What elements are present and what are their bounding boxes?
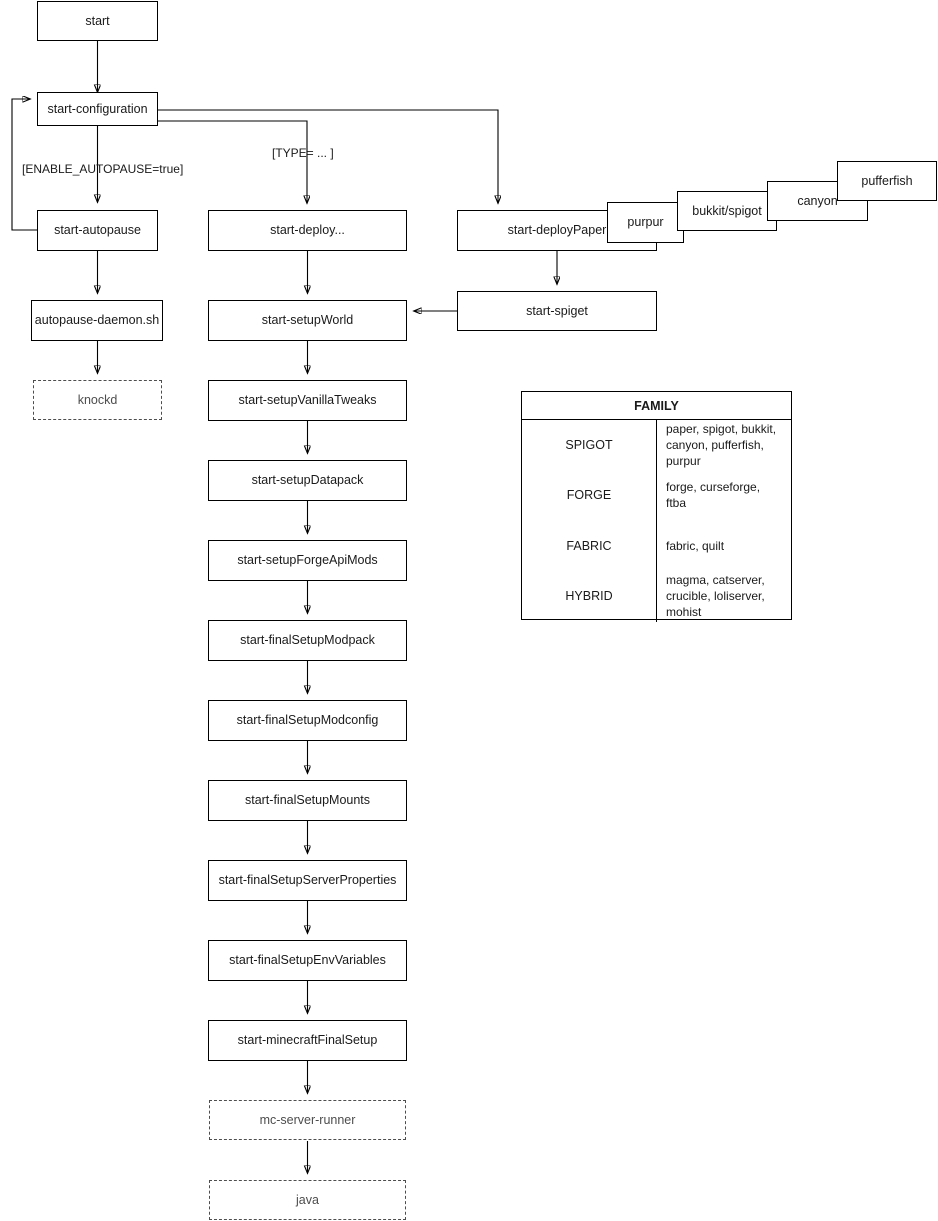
node-start-final-setup-mounts-label: start-finalSetupMounts	[244, 793, 371, 807]
family-legend-table: FAMILY SPIGOT paper, spigot, bukkit, can…	[521, 391, 792, 622]
node-bukkit-spigot-label: bukkit/spigot	[692, 203, 762, 218]
node-start-minecraft-final-setup-label: start-minecraftFinalSetup	[237, 1033, 378, 1047]
node-start-setup-forge-api-mods-label: start-setupForgeApiMods	[237, 553, 378, 567]
node-start-setup-world-label: start-setupWorld	[261, 313, 354, 327]
family-legend-key: SPIGOT	[522, 419, 657, 470]
family-legend-key: HYBRID	[522, 571, 657, 622]
node-start-final-setup-modconfig[interactable]: start-finalSetupModconfig	[208, 700, 407, 741]
edge-label-enable-autopause: [ENABLE_AUTOPAUSE=true]	[22, 162, 183, 176]
node-autopause-daemon-label: autopause-daemon.sh	[34, 313, 160, 327]
family-legend-row: FORGE forge, curseforge, ftba	[522, 470, 791, 521]
node-start-final-setup-modconfig-label: start-finalSetupModconfig	[236, 713, 379, 727]
node-java-label: java	[296, 1192, 319, 1207]
node-start-final-setup-server-properties[interactable]: start-finalSetupServerProperties	[208, 860, 407, 901]
node-bukkit-spigot[interactable]: bukkit/spigot	[677, 191, 777, 231]
family-legend-value: magma, catserver, crucible, loliserver, …	[666, 572, 765, 620]
node-start-configuration-label: start-configuration	[47, 101, 148, 116]
family-legend-value: paper, spigot, bukkit, canyon, pufferfis…	[666, 421, 777, 469]
node-start-autopause-label: start-autopause	[54, 223, 141, 237]
family-legend-key: FABRIC	[522, 520, 657, 571]
node-java[interactable]: java	[209, 1180, 406, 1220]
node-start-deploy[interactable]: start-deploy...	[208, 210, 407, 251]
node-start-setup-vanilla-tweaks[interactable]: start-setupVanillaTweaks	[208, 380, 407, 421]
node-start-spiget-label: start-spiget	[526, 303, 588, 318]
family-legend-row: SPIGOT paper, spigot, bukkit, canyon, pu…	[522, 419, 791, 470]
node-start-setup-forge-api-mods[interactable]: start-setupForgeApiMods	[208, 540, 407, 581]
node-pufferfish-label: pufferfish	[861, 173, 913, 188]
node-knockd-label: knockd	[77, 392, 118, 407]
node-pufferfish[interactable]: pufferfish	[837, 161, 937, 201]
node-start-final-setup-server-properties-label: start-finalSetupServerProperties	[218, 873, 397, 887]
node-start-configuration[interactable]: start-configuration	[37, 92, 158, 126]
family-legend-row: FABRIC fabric, quilt	[522, 520, 791, 571]
node-canyon-label: canyon	[797, 193, 838, 208]
node-start-final-setup-mounts[interactable]: start-finalSetupMounts	[208, 780, 407, 821]
node-start-final-setup-modpack[interactable]: start-finalSetupModpack	[208, 620, 407, 661]
node-mc-server-runner[interactable]: mc-server-runner	[209, 1100, 406, 1140]
node-start-spiget[interactable]: start-spiget	[457, 291, 657, 331]
node-start-setup-vanilla-tweaks-label: start-setupVanillaTweaks	[238, 393, 377, 407]
node-start-deploy-label: start-deploy...	[270, 223, 345, 237]
node-start-deploy-paper-label: start-deployPaper	[507, 223, 607, 237]
node-start-label: start	[85, 13, 110, 28]
node-mc-server-runner-label: mc-server-runner	[259, 1112, 356, 1127]
node-autopause-daemon[interactable]: autopause-daemon.sh	[31, 300, 163, 341]
node-start-setup-datapack[interactable]: start-setupDatapack	[208, 460, 407, 501]
edge-label-enable-autopause-text: [ENABLE_AUTOPAUSE=true]	[22, 162, 184, 176]
edge-label-type: [TYPE= ... ]	[272, 146, 334, 160]
node-start[interactable]: start	[37, 1, 158, 41]
edge-label-type-text: [TYPE= ... ]	[272, 146, 334, 160]
family-legend-key: FORGE	[522, 470, 657, 521]
node-knockd[interactable]: knockd	[33, 380, 162, 420]
node-purpur[interactable]: purpur	[607, 202, 684, 243]
family-legend-header: FAMILY	[522, 392, 791, 420]
family-legend-value: forge, curseforge, ftba	[666, 480, 761, 511]
node-start-autopause[interactable]: start-autopause	[37, 210, 158, 251]
node-start-minecraft-final-setup[interactable]: start-minecraftFinalSetup	[208, 1020, 407, 1061]
node-start-setup-datapack-label: start-setupDatapack	[251, 473, 364, 487]
family-legend-value: fabric, quilt	[666, 538, 725, 553]
node-start-final-setup-modpack-label: start-finalSetupModpack	[240, 633, 375, 647]
node-start-final-setup-env-variables[interactable]: start-finalSetupEnvVariables	[208, 940, 407, 981]
node-start-setup-world[interactable]: start-setupWorld	[208, 300, 407, 341]
family-legend-row: HYBRID magma, catserver, crucible, lolis…	[522, 571, 791, 622]
node-purpur-label: purpur	[627, 215, 664, 229]
node-start-final-setup-env-variables-label: start-finalSetupEnvVariables	[229, 953, 386, 967]
